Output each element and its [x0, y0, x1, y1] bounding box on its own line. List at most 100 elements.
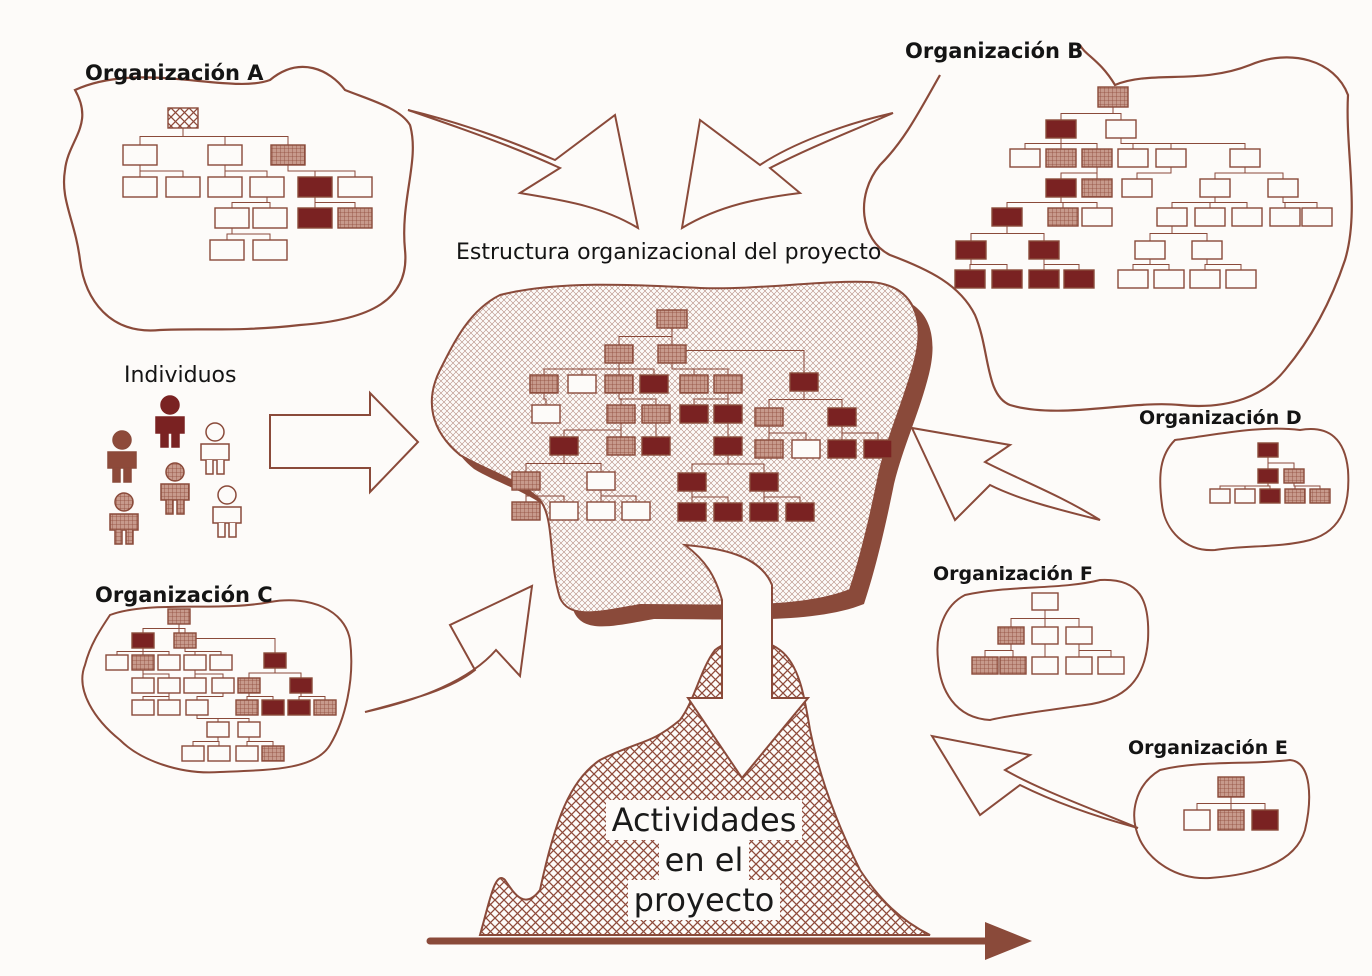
org-chart-node: [1063, 269, 1095, 289]
org-chart-node: [549, 436, 579, 456]
arrow-from-org-a: [407, 109, 640, 231]
org-chart-connector: [543, 393, 547, 405]
activities-line-3: proyecto: [627, 880, 781, 920]
org-chart-node: [211, 677, 235, 694]
org-chart-connector: [671, 363, 729, 375]
org-chart-node: [713, 502, 743, 522]
org-chart-node: [606, 436, 636, 456]
org-chart-connector: [1293, 483, 1321, 489]
org-chart-node: [827, 439, 857, 459]
org-chart-connector: [1267, 483, 1271, 489]
individuals-group: [107, 395, 242, 545]
org-chart-node: [313, 699, 337, 716]
org-chart-node: [586, 501, 616, 521]
org-chart-connector: [984, 644, 1012, 657]
org-chart-connector: [1206, 259, 1242, 270]
org-chart-connector: [274, 668, 302, 678]
org-chart-node: [1217, 809, 1245, 831]
org-chart-node: [604, 344, 634, 364]
org-chart-node: [1031, 592, 1059, 611]
org-chart-connector: [970, 259, 1008, 270]
org-chart-connector: [1043, 259, 1080, 270]
org-chart-connector: [1006, 197, 1062, 208]
org-chart-connector: [1132, 259, 1151, 270]
org-chart-connector: [231, 228, 271, 240]
org-chart-node: [606, 404, 636, 424]
org-chart-connector: [139, 128, 184, 145]
org-chart-connector: [226, 228, 233, 240]
org-e-cloud: [1133, 758, 1311, 880]
org-chart-node: [131, 654, 155, 671]
org-chart-node: [185, 699, 209, 716]
org-chart-connector: [231, 197, 268, 208]
org-chart-connector: [768, 426, 807, 440]
org-chart-connector: [1209, 197, 1216, 208]
org-chart-node: [1097, 656, 1125, 675]
org-chart-node: [785, 502, 815, 522]
org-chart-connector: [1171, 197, 1216, 208]
org-chart-node: [639, 374, 669, 394]
org-chart-node: [167, 107, 199, 129]
org-chart-node: [1009, 148, 1041, 168]
arrow-from-org-d: [910, 426, 1101, 522]
person-icon: [200, 422, 230, 475]
org-chart-node: [173, 632, 197, 649]
org-b-label: Organización B: [905, 39, 1084, 63]
org-chart-node: [791, 439, 821, 459]
org-chart-node: [971, 656, 999, 675]
org-a-chart: [122, 107, 373, 261]
person-icon: [155, 395, 185, 448]
org-chart-node: [1309, 488, 1331, 504]
activities-line-2: en el: [658, 840, 750, 880]
org-chart-node: [1031, 626, 1059, 645]
activities-line-1: Actividades: [605, 800, 803, 840]
org-chart-connector: [1149, 226, 1173, 241]
org-chart-node: [679, 374, 709, 394]
org-chart-connector: [1060, 107, 1114, 120]
org-chart-node: [1045, 148, 1077, 168]
org-chart-node: [656, 309, 688, 329]
org-chart-node: [235, 745, 259, 762]
org-chart-node: [531, 404, 561, 424]
org-chart-connector: [142, 624, 180, 633]
org-chart-node: [511, 501, 541, 521]
org-chart-connector: [1244, 167, 1284, 179]
timeline-arrowhead: [985, 922, 1032, 960]
org-b-cloud: [862, 44, 1353, 412]
org-e-chart: [1183, 776, 1279, 831]
org-chart-node: [1031, 656, 1059, 675]
org-chart-node: [713, 436, 743, 456]
org-chart-node: [1081, 148, 1113, 168]
org-chart-node: [249, 176, 285, 198]
org-chart-node: [131, 699, 155, 716]
org-chart-connector: [192, 737, 219, 746]
org-chart-node: [1267, 178, 1299, 198]
arrow-from-individuals: [269, 390, 420, 495]
org-chart-node: [337, 207, 373, 229]
org-a-cloud: [62, 65, 414, 332]
org-f-chart: [971, 592, 1125, 675]
org-chart-connector: [1010, 644, 1014, 657]
org-chart-node: [1117, 148, 1149, 168]
org-chart-node: [789, 372, 819, 392]
org-c-chart: [105, 608, 337, 762]
org-chart-node: [1028, 240, 1060, 260]
org-d-cloud: [1159, 427, 1350, 552]
org-chart-node: [1065, 626, 1093, 645]
org-chart-connector: [600, 490, 637, 502]
org-chart-node: [641, 404, 671, 424]
org-chart-node: [1209, 488, 1231, 504]
org-chart-node: [713, 404, 743, 424]
org-chart-node: [261, 745, 285, 762]
org-chart-connector: [1010, 610, 1046, 627]
activities-label: Actividades en el proyecto: [604, 800, 804, 920]
org-chart-node: [261, 699, 285, 716]
org-chart-node: [206, 721, 230, 738]
org-chart-node: [105, 654, 129, 671]
org-chart-node: [122, 176, 158, 198]
org-chart-node: [604, 374, 634, 394]
org-chart-node: [1156, 207, 1188, 227]
org-chart-node: [167, 608, 191, 625]
org-chart-node: [1284, 488, 1306, 504]
